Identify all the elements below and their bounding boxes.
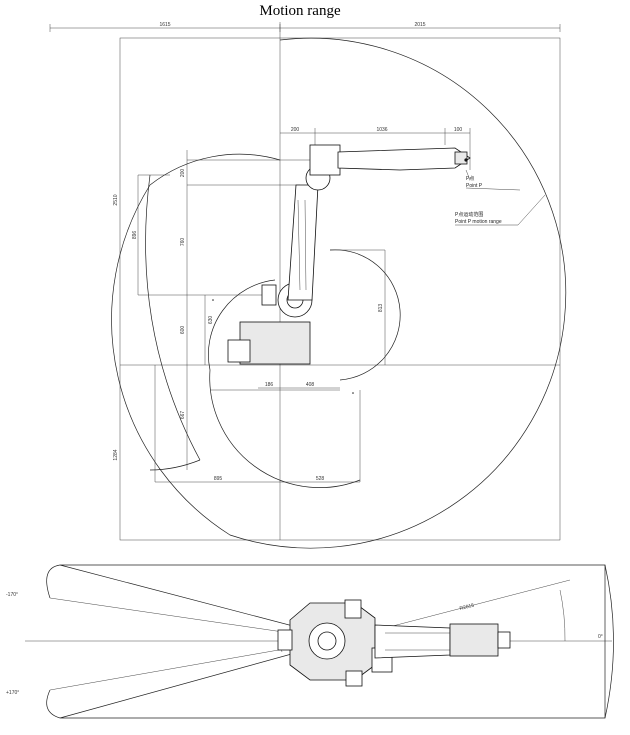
robot-wrist — [454, 151, 468, 165]
upper-inner-arc — [149, 153, 281, 186]
dim-height-630: 630 — [208, 316, 214, 325]
dim-top-right: 2015 — [414, 22, 425, 28]
dim-overall-height: 2510 — [113, 194, 119, 205]
dim-height-813: 813 — [378, 304, 384, 313]
point-p-label-en: Point P — [466, 183, 483, 189]
inner-arc-left — [145, 174, 201, 461]
inner-spiral — [208, 279, 361, 488]
robot-side-view — [227, 144, 471, 365]
motion-range-label-en: Point P motion range — [455, 219, 502, 225]
angle-zero-label: 0° — [598, 634, 603, 640]
dim-arm-offset: 200 — [291, 127, 300, 133]
top-view-left-upper — [46, 564, 61, 599]
robot-top-view — [277, 599, 511, 687]
motion-range-label-cn: P点运动范围 — [455, 211, 483, 218]
top-view-outer-arc — [604, 564, 614, 719]
side-view-frame — [119, 37, 561, 541]
inner-arc-right — [329, 249, 401, 381]
angle-neg-label: -170° — [6, 592, 18, 598]
side-view: 1615 2015 200 1036 100 200 — [49, 22, 567, 549]
dim-height-896: 896 — [132, 231, 138, 240]
robot-upper-arm — [337, 147, 471, 171]
dim-base-408: 408 — [306, 382, 315, 388]
radius-label: R2015 — [459, 603, 475, 612]
dim-reach-895: 895 — [214, 476, 223, 482]
point-p-label-cn: P点 — [466, 176, 474, 182]
dim-height-760: 760 — [180, 238, 186, 247]
top-view-envelope — [59, 564, 606, 719]
dim-total-low: 1284 — [113, 449, 119, 460]
robot-lower-arm — [287, 184, 319, 301]
robot-top-arm — [374, 624, 451, 659]
robot-base — [239, 321, 311, 365]
dim-arm-length: 1036 — [376, 127, 387, 133]
dim-top-left: 1615 — [159, 22, 170, 28]
top-view: -170° +170° 0° R2015 — [6, 564, 614, 719]
angle-pos-label: +170° — [6, 690, 19, 696]
point-p-marker — [464, 158, 468, 162]
dim-lower-height: 667 — [180, 411, 186, 420]
dim-wrist: 100 — [454, 127, 463, 133]
outer-envelope — [111, 37, 567, 549]
dim-height-600: 600 — [180, 326, 186, 335]
inner-arc-left-tail — [149, 459, 201, 471]
dim-base-186: 186 — [265, 382, 274, 388]
dim-height-upper: 200 — [180, 169, 186, 178]
robot-motor-base — [227, 339, 251, 363]
robot-elbow-housing — [309, 144, 341, 176]
robot-top-wrist — [449, 623, 499, 657]
page-title: Motion range — [259, 3, 341, 19]
dim-reach-528: 528 — [316, 476, 325, 482]
top-view-left-lower — [46, 689, 61, 719]
